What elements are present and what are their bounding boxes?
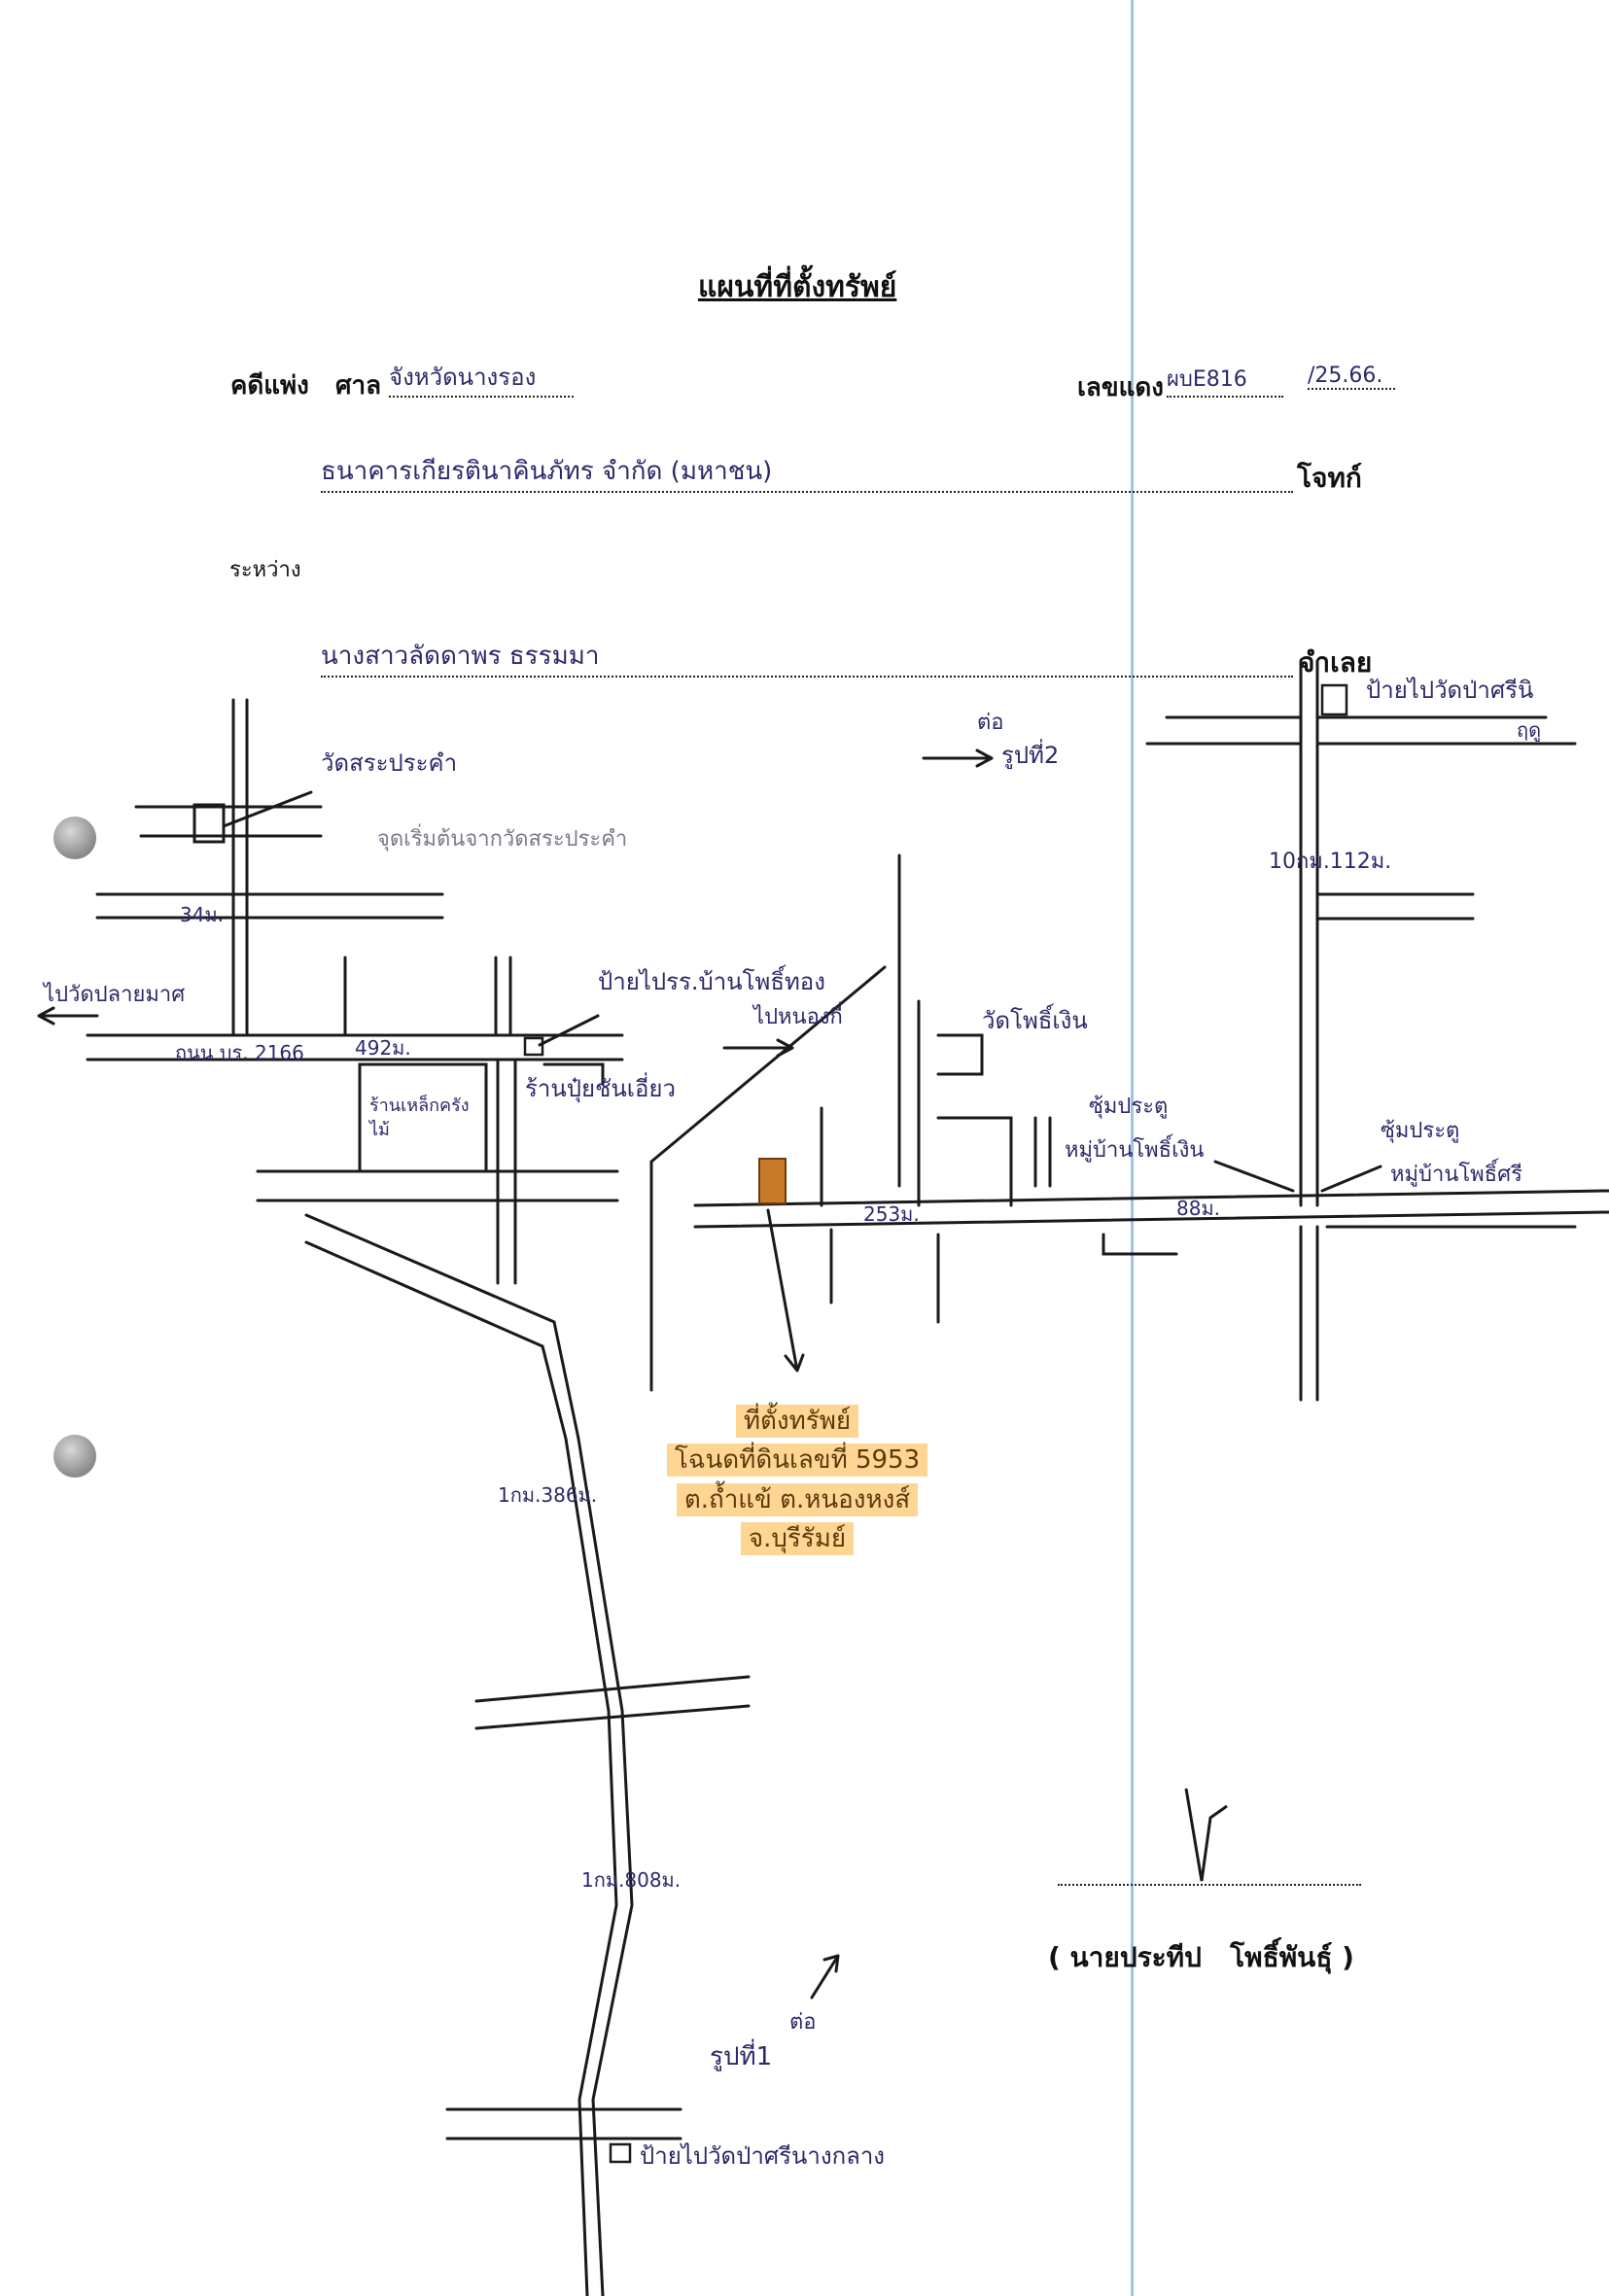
road-cross-1 — [474, 1675, 751, 1703]
label-start-point: จุดเริ่มต้นจากวัดสระประคำ — [377, 827, 628, 852]
margin-line — [1131, 0, 1134, 2296]
label-sign-school: ป้ายไปรร.บ้านโพธิ์ทอง — [598, 968, 825, 995]
road-long-2 — [304, 1240, 618, 2296]
wat-pho-block — [936, 1033, 984, 1076]
red-number-label: เลขแดง — [1077, 373, 1164, 402]
sign-flag-top — [1320, 683, 1348, 716]
label-continue-fig2: ต่อ — [977, 711, 1004, 735]
label-to-wat-plai: ไปวัดปลายมาศ — [44, 983, 186, 1007]
red-number-year: /25.66. — [1308, 364, 1395, 390]
wat-marker — [192, 803, 226, 844]
property-info: ที่ตั้งทรัพย์ โฉนดที่ดินเลขที่ 5953 ต.ถ้… — [622, 1402, 972, 1558]
property-line-3-text: ต.ถ้ำแข้ ต.หนองหงส์ — [676, 1482, 919, 1516]
arrow-wat — [222, 790, 313, 828]
road-cross-2 — [474, 1704, 751, 1730]
punch-hole-bottom — [53, 1435, 96, 1478]
label-sign-wat-pa-sri: ป้ายไปวัดป่าศรีนิ — [1366, 677, 1534, 704]
road-right-h2 — [693, 1210, 1609, 1229]
sign-flag-mid — [523, 1036, 544, 1057]
label-sign-bottom: ป้ายไปวัดป่าศรีนางกลาง — [640, 2142, 886, 2170]
property-marker — [758, 1158, 787, 1204]
label-continue-fig2-b: รูปที่2 — [1001, 742, 1060, 769]
punch-hole-top — [53, 817, 96, 859]
label-arch-village-right-2: หมู่บ้านโพธิ์ศรี — [1390, 1163, 1522, 1187]
road-long-1 — [304, 1213, 634, 2296]
property-line-1: ที่ตั้งทรัพย์ — [622, 1402, 972, 1441]
property-line-2: โฉนดที่ดินเลขที่ 5953 — [622, 1441, 972, 1479]
case-type: คดีแพ่ง — [230, 371, 309, 400]
shop-rice-block — [542, 1062, 605, 1086]
plaintiff-name: ธนาคารเกียรตินาคินภัทร จำกัด (มหาชน) — [321, 451, 1293, 493]
label-arch-village-2: หมู่บ้านโพธิ์เงิน — [1065, 1138, 1205, 1163]
property-line-3: ต.ถ้ำแข้ ต.หนองหงส์ — [622, 1480, 972, 1519]
road-right-h1 — [693, 1189, 1609, 1207]
page-title-text: แผนที่ที่ตั้งทรัพย์ — [698, 270, 897, 304]
label-wat-pho-ngoen: วัดโพธิ์เงิน — [982, 1007, 1088, 1034]
property-line-4: จ.บุรีรัมย์ — [622, 1519, 972, 1558]
defendant-name: นางสาวลัดดาพร ธรรมมา — [321, 636, 1293, 678]
label-wat-sa-prakham: วัดสระประคำ — [321, 749, 458, 777]
arrow-property — [766, 1208, 805, 1373]
label-dist-10km: 10กม.112ม. — [1269, 850, 1392, 874]
court-name: จังหวัดนางรอง — [389, 358, 574, 398]
label-road-br: ถนน บร. 2166 — [175, 1041, 304, 1064]
arrow-continue-fig1 — [810, 1954, 840, 2000]
label-shop-steel: ร้านเหล็กครังไม้ — [369, 1096, 470, 1141]
arrow-left-head — [37, 1006, 55, 1026]
map-roads — [37, 659, 1609, 2296]
plaintiff-label: โจทก์ — [1297, 462, 1362, 494]
road-diagonal — [649, 965, 887, 1164]
label-dist-492: 492ม. — [355, 1036, 411, 1060]
arrow-school-sign — [538, 1014, 600, 1047]
property-line-2-text: โฉนดที่ดินเลขที่ 5953 — [666, 1444, 928, 1478]
sign-flag-bottom — [609, 2142, 632, 2164]
property-line-1-text: ที่ตั้งทรัพย์ — [735, 1405, 859, 1438]
label-sign-school-2: ไปหนองกี่ — [753, 1005, 843, 1029]
arrow-continue-fig2 — [922, 748, 994, 768]
map-signs — [523, 683, 1348, 2164]
label-dist-253: 253ม. — [863, 1202, 920, 1226]
wat-pho-block-2 — [936, 1116, 1013, 1207]
court-label: ศาล — [335, 371, 382, 400]
page-title: แผนที่ที่ตั้งทรัพย์ — [698, 264, 896, 310]
label-dist-34: 34ม. — [180, 903, 224, 926]
red-number-value: ผบE816 — [1167, 362, 1283, 398]
label-shop-rice: ร้านปุ๋ยชันเอี่ยว — [525, 1075, 676, 1102]
label-dist-88: 88ม. — [1176, 1197, 1220, 1220]
label-sign-wat-pa-sri-2: ฤดู — [1517, 718, 1542, 742]
between-label: ระหว่าง — [229, 558, 301, 582]
label-arch-village-right: ซุ้มประตู — [1381, 1119, 1460, 1143]
arrow-arch-right — [1320, 1165, 1382, 1193]
arrow-right-school — [722, 1038, 794, 1058]
arrow-arch-left — [1213, 1160, 1295, 1193]
label-continue-fig1: ต่อ — [789, 2010, 817, 2035]
defendant-label: จำเลย — [1299, 646, 1373, 678]
label-continue-fig1-b: รูปที่1 — [710, 2042, 773, 2071]
signature-line — [1058, 1874, 1361, 1886]
arch-block — [1102, 1233, 1178, 1256]
label-arch-village: ซุ้มประตู — [1089, 1095, 1169, 1119]
label-dist-1km386: 1กม.386ม. — [498, 1483, 598, 1507]
signature-scribble — [1184, 1788, 1228, 1882]
property-line-4-text: จ.บุรีรัมย์ — [740, 1521, 855, 1555]
signature-name: ( นายประทีป โพธิ์พันธุ์ ) — [1048, 1941, 1354, 1973]
label-dist-1km808: 1กม.808ม. — [581, 1868, 682, 1892]
